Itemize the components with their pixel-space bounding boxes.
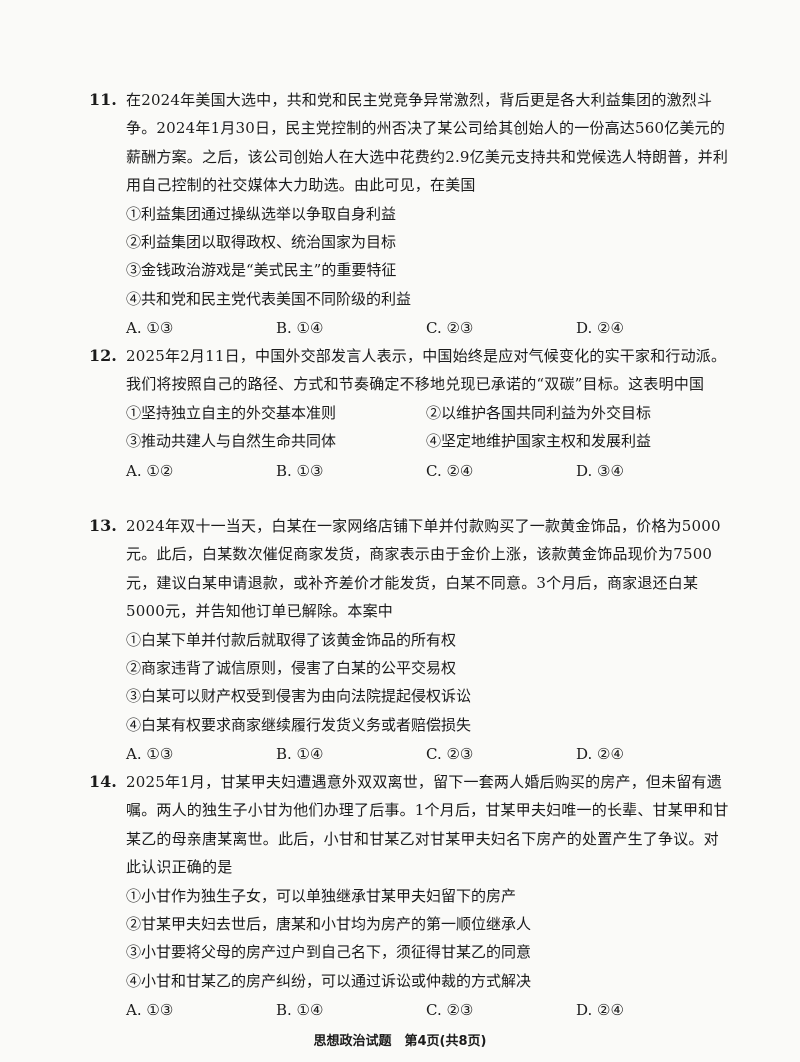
option-1: ①坚持独立自主的外交基本准则 [126,403,337,422]
option-row-1: ①坚持独立自主的外交基本准则 ②以维护各国共同利益为外交目标 [126,399,732,427]
answer-a: A. ①③ [126,319,174,338]
question-number: 11. [89,90,117,109]
option-3: ③推动共建人与自然生命共同体 [126,432,337,451]
option-1: ①小甘作为独生子女，可以单独继承甘某甲夫妇留下的房产 [126,886,517,905]
answer-d: D. ②④ [576,745,624,764]
question-stem: 2024年双十一当天，白某在一家网络店铺下单并付款购买了一款黄金饰品，价格为50… [126,517,721,621]
option-2: ②利益集团以取得政权、统治国家为目标 [126,233,397,252]
answer-c: C. ②④ [426,461,474,480]
answer-b: B. ①④ [276,1001,324,1020]
question-14: 14. 2025年1月，甘某甲夫妇遭遇意外双双离世，留下一套两人婚后购买的房产，… [89,768,732,1025]
answer-d: D. ③④ [576,461,624,480]
answer-d: D. ②④ [576,319,624,338]
answer-choices: A. ①③ B. ①④ C. ②③ D. ②④ [126,313,732,343]
question-number: 13. [89,516,117,535]
question-stem: 2025年2月11日，中国外交部发言人表示，中国始终是应对气候变化的实干家和行动… [126,347,727,394]
answer-choices: A. ①③ B. ①④ C. ②③ D. ②④ [126,739,732,769]
question-number: 12. [89,346,117,365]
answer-b: B. ①③ [276,461,324,480]
option-4: ④小甘和甘某乙的房产纠纷，可以通过诉讼或仲裁的方式解决 [126,971,532,990]
option-1: ①白某下单并付款后就取得了该黄金饰品的所有权 [126,630,457,649]
option-3: ③白某可以财产权受到侵害为由向法院提起侵权诉讼 [126,687,472,706]
question-number: 14. [89,772,117,791]
option-4: ④坚定地维护国家主权和发展利益 [426,432,652,451]
option-3: ③金钱政治游戏是“美式民主”的重要特征 [126,261,397,280]
answer-a: A. ①③ [126,1001,174,1020]
option-row-2: ③推动共建人与自然生命共同体 ④坚定地维护国家主权和发展利益 [126,427,732,455]
option-1: ①利益集团通过操纵选举以争取自身利益 [126,204,397,223]
answer-d: D. ②④ [576,1001,624,1020]
answer-c: C. ②③ [426,319,474,338]
answer-b: B. ①④ [276,745,324,764]
question-stem: 在2024年美国大选中，共和党和民主党竞争异常激烈，背后更是各大利益集团的激烈斗… [126,91,729,195]
page-footer: 思想政治试题 第4页(共8页) [313,1034,487,1049]
option-2: ②以维护各国共同利益为外交目标 [426,403,652,422]
answer-a: A. ①③ [126,745,174,764]
option-4: ④共和党和民主党代表美国不同阶级的利益 [126,289,412,308]
answer-c: C. ②③ [426,745,474,764]
answer-c: C. ②③ [426,1001,474,1020]
question-13: 13. 2024年双十一当天，白某在一家网络店铺下单并付款购买了一款黄金饰品，价… [89,512,732,769]
option-2: ②甘某甲夫妇去世后，唐某和小甘均为房产的第一顺位继承人 [126,915,532,934]
option-3: ③小甘要将父母的房产过户到自己名下，须征得甘某乙的同意 [126,943,532,962]
question-12: 12. 2025年2月11日，中国外交部发言人表示，中国始终是应对气候变化的实干… [89,342,732,486]
answer-choices: A. ①② B. ①③ C. ②④ D. ③④ [126,456,732,486]
answer-a: A. ①② [126,461,174,480]
answer-choices: A. ①③ B. ①④ C. ②③ D. ②④ [126,995,732,1025]
option-2: ②商家违背了诚信原则，侵害了白某的公平交易权 [126,659,457,678]
answer-b: B. ①④ [276,319,324,338]
question-11: 11. 在2024年美国大选中，共和党和民主党竞争异常激烈，背后更是各大利益集团… [89,86,732,343]
option-4: ④白某有权要求商家继续履行发货义务或者赔偿损失 [126,715,472,734]
question-stem: 2025年1月，甘某甲夫妇遭遇意外双双离世，留下一套两人婚后购买的房产，但未留有… [126,773,729,877]
